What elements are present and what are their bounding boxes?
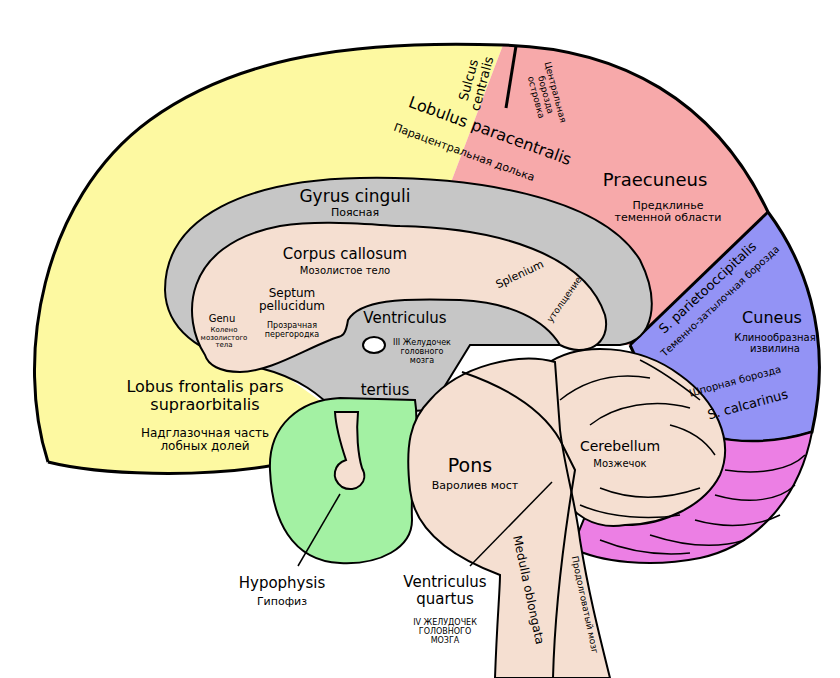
- arbor-vitae: [560, 360, 715, 518]
- part-label: Genu: [209, 313, 236, 324]
- part-label: III Желудочек головного мозга: [388, 339, 456, 365]
- part-label: Варолиев мост: [432, 480, 518, 492]
- part-label: IV ЖЕЛУДОЧЕК ГОЛОВНОГО МОЗГА: [405, 619, 485, 645]
- part-label: S. calcarinus: [706, 387, 789, 422]
- arbor-line: [670, 425, 715, 455]
- folium-line: [725, 455, 805, 472]
- arbor-line: [590, 403, 690, 425]
- pituitary-stalk: [335, 412, 365, 489]
- part-label: Мозжечок: [591, 458, 648, 469]
- part-label: Клинообразная извилина: [729, 332, 821, 354]
- folium-line: [600, 540, 690, 554]
- part-label: Мозолистое тело: [300, 265, 390, 276]
- part-label: Надглазочная часть лобных долей: [130, 427, 280, 453]
- arbor-line: [580, 505, 680, 518]
- part-label: Corpus callosum: [283, 246, 407, 263]
- frontal-base-outline: [48, 462, 275, 473]
- part-label: Lobus frontalis pars supraorbitalis: [113, 378, 298, 413]
- central-sulcus-line: [506, 46, 516, 108]
- part-label: Ventriculus quartus: [385, 574, 505, 607]
- part-label: Колено мозолистого тела: [198, 327, 250, 350]
- part-label: Splenium: [494, 259, 546, 292]
- part-label: Ventriculus: [363, 310, 446, 327]
- part-label: Центральная борозда островка: [522, 57, 569, 132]
- folium-line: [650, 535, 745, 545]
- part-label: утолщение: [546, 275, 585, 324]
- part-label: Предклинье теменной области: [611, 200, 726, 224]
- corpus-callosum-region: [192, 223, 606, 372]
- fourth-ventricle-leader: [470, 482, 552, 566]
- part-label: Продолговатый мозг: [569, 555, 599, 654]
- part-label: Поясная: [331, 207, 379, 219]
- part-label: tertius: [361, 382, 410, 399]
- part-label: Septum pellucidum: [252, 287, 332, 313]
- part-label: Прозрачная перегородка: [257, 322, 327, 340]
- part-label: Gyrus cinguli: [299, 187, 410, 206]
- part-label: Cerebellum: [578, 439, 662, 454]
- aqueduct-canal-line: [462, 372, 575, 678]
- arbor-line: [600, 488, 700, 497]
- interthalamic-adhesion: [363, 337, 385, 353]
- part-label: Praecuneus: [603, 170, 708, 190]
- arbor-line: [560, 376, 650, 400]
- hypothalamus-region: [270, 398, 417, 563]
- part-label: Sulcus centralis: [454, 49, 497, 114]
- hypophysis-leader: [298, 494, 340, 566]
- folium-line: [715, 485, 795, 500]
- part-label: Pons: [448, 455, 492, 476]
- part-label: Гипофиз: [257, 596, 307, 608]
- part-label: Hypophysis: [239, 575, 326, 592]
- part-label: Cuneus: [742, 309, 802, 327]
- part-label: Medulla oblongata: [510, 534, 546, 645]
- folium-line: [695, 515, 780, 525]
